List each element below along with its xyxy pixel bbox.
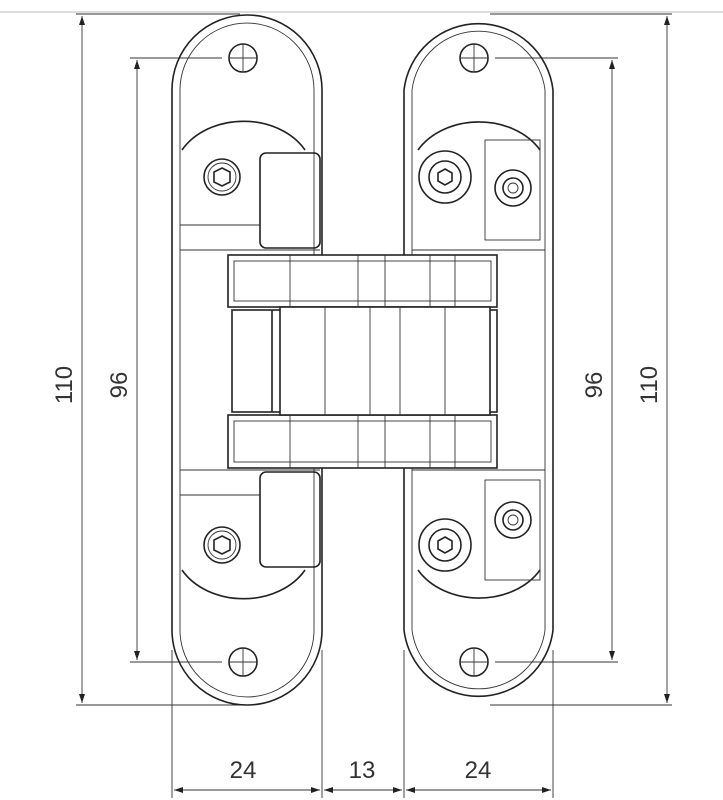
hinge-mechanism: [227, 254, 498, 469]
dimension-lines: [76, 13, 672, 798]
right-plate: [403, 22, 554, 698]
label-gap-width: 13: [349, 757, 376, 784]
label-left-total-height: 110: [51, 366, 78, 404]
label-right-plate-width: 24: [465, 757, 492, 784]
label-right-hole-spacing: 96: [581, 372, 608, 399]
left-plate: [171, 14, 323, 706]
label-left-plate-width: 24: [230, 757, 257, 784]
label-right-total-height: 110: [636, 366, 663, 404]
label-left-hole-spacing: 96: [106, 372, 133, 399]
